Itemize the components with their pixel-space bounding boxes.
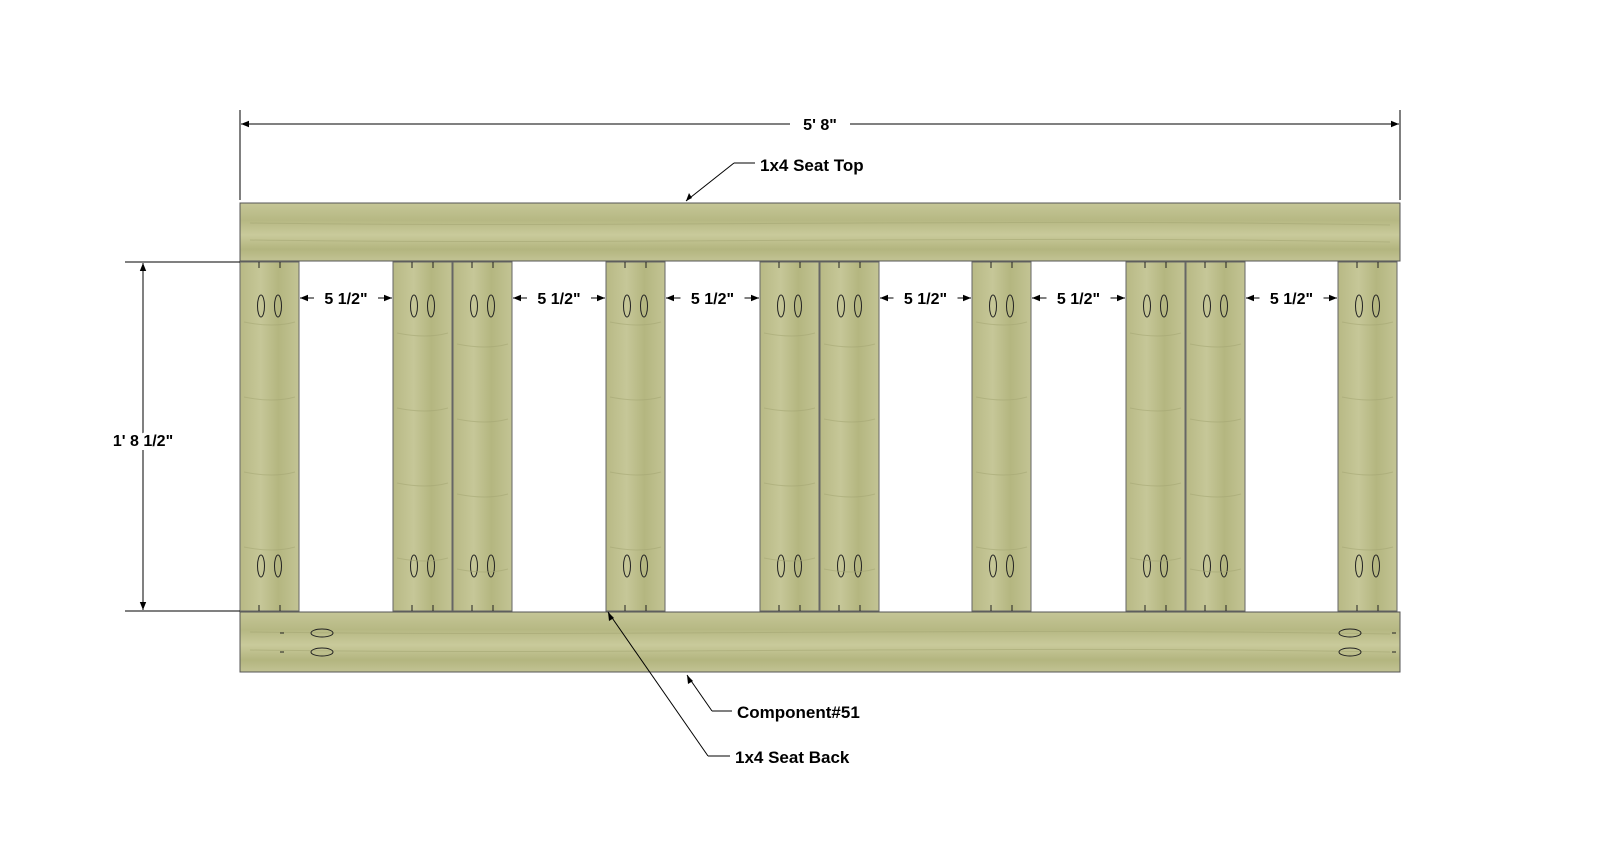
gap-dimension: 5 1/2": [300, 287, 392, 308]
gap-dimension-label: 5 1/2": [324, 291, 367, 308]
overall-height-label: 1' 8 1/2": [113, 433, 173, 450]
pocket-holes-bottom-left: [280, 628, 334, 657]
slat: [239, 261, 300, 612]
slat: [1185, 261, 1246, 612]
callout-component-label: Component#51: [737, 703, 860, 722]
slat: [1125, 261, 1186, 612]
gap-dimension-label: 5 1/2": [1270, 291, 1313, 308]
callout-seat-top-label: 1x4 Seat Top: [760, 156, 864, 175]
callout-seat-top: 1x4 Seat Top: [685, 156, 864, 202]
frame: [239, 202, 1401, 673]
callout-seat-back-label: 1x4 Seat Back: [735, 748, 850, 767]
gap-dimension: 5 1/2": [1246, 287, 1337, 308]
gap-dimension: 5 1/2": [666, 287, 759, 308]
callout-component: Component#51: [686, 674, 860, 722]
slat: [971, 261, 1032, 612]
pocket-holes-bottom-right: [1338, 628, 1396, 657]
gap-dimension: 5 1/2": [513, 287, 605, 308]
gap-dimension: 5 1/2": [1032, 287, 1125, 308]
seat-back-rail: [239, 611, 1401, 673]
slat: [392, 261, 453, 612]
slat: [759, 261, 820, 612]
seat-top-rail: [239, 202, 1401, 262]
overall-width-dimension: 5' 8": [239, 110, 1401, 200]
slat: [819, 261, 880, 612]
gap-dimensions: 5 1/2" 5 1/2" 5 1/2" 5 1/2" 5 1/2" 5 1/2": [300, 287, 1337, 308]
slat: [1337, 261, 1398, 612]
gap-dimension-label: 5 1/2": [1057, 291, 1100, 308]
callout-seat-back: 1x4 Seat Back: [607, 611, 850, 767]
slat: [605, 261, 666, 612]
gap-dimension-label: 5 1/2": [691, 291, 734, 308]
gap-dimension-label: 5 1/2": [537, 291, 580, 308]
slat: [452, 261, 513, 612]
overall-width-label: 5' 8": [803, 117, 837, 134]
overall-height-dimension: 1' 8 1/2": [109, 261, 240, 612]
gap-dimension-label: 5 1/2": [904, 291, 947, 308]
gap-dimension: 5 1/2": [880, 287, 971, 308]
